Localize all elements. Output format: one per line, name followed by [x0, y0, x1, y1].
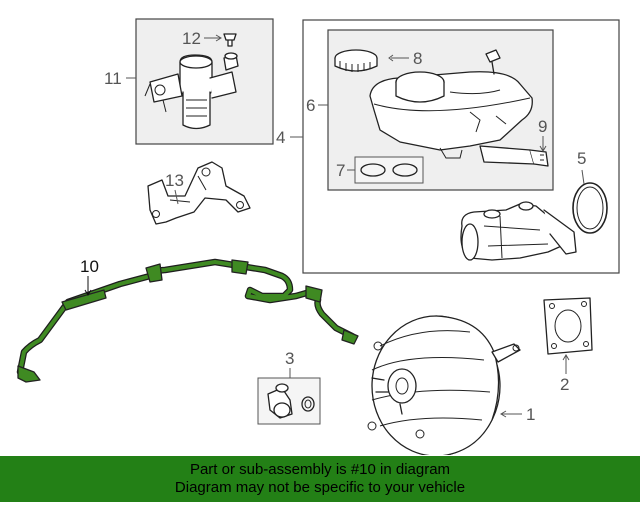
leader-9 [539, 136, 547, 152]
leader-2 [562, 354, 570, 374]
callout-8: 8 [413, 49, 422, 68]
master-cylinder-frame [302, 19, 620, 274]
gasket-2 [543, 297, 593, 355]
seals-frame [354, 156, 424, 184]
callout-10: 10 [80, 257, 99, 276]
master-cylinder-body [460, 201, 577, 261]
leader-13 [174, 189, 179, 205]
leader-8 [388, 54, 409, 62]
parts-diagram: 11 12 13 4 6 8 9 7 [16, 18, 620, 455]
check-valve-3 [267, 383, 315, 419]
callout-5: 5 [577, 149, 586, 168]
banner-line-1: Part or sub-assembly is #10 in diagram [189, 461, 451, 478]
info-banner: Part or sub-assembly is #10 in diagram D… [0, 456, 640, 502]
callout-11: 11 [104, 69, 122, 88]
vacuum-pump-group [135, 18, 274, 145]
seal-ring-right [392, 163, 418, 177]
leader-5 [581, 169, 585, 185]
reservoir-group [334, 49, 549, 167]
brake-booster-1 [367, 315, 521, 455]
o-ring-5 [572, 182, 608, 234]
leader-1 [500, 410, 522, 418]
leader-12 [204, 34, 222, 42]
callout-6: 6 [306, 96, 315, 115]
seal-ring-left [360, 163, 386, 177]
callout-2: 2 [560, 375, 569, 394]
banner-line-2: Diagram may not be specific to your vehi… [174, 479, 466, 496]
callout-13: 13 [165, 171, 184, 190]
leader-10 [84, 276, 92, 296]
callout-4: 4 [276, 128, 285, 147]
vacuum-hose-part-10 [16, 258, 359, 383]
callout-9: 9 [538, 117, 547, 136]
bracket-13-group [147, 161, 251, 225]
callout-12: 12 [182, 29, 201, 48]
callout-7: 7 [336, 161, 345, 180]
callout-3: 3 [285, 349, 294, 368]
callout-1: 1 [526, 405, 535, 424]
